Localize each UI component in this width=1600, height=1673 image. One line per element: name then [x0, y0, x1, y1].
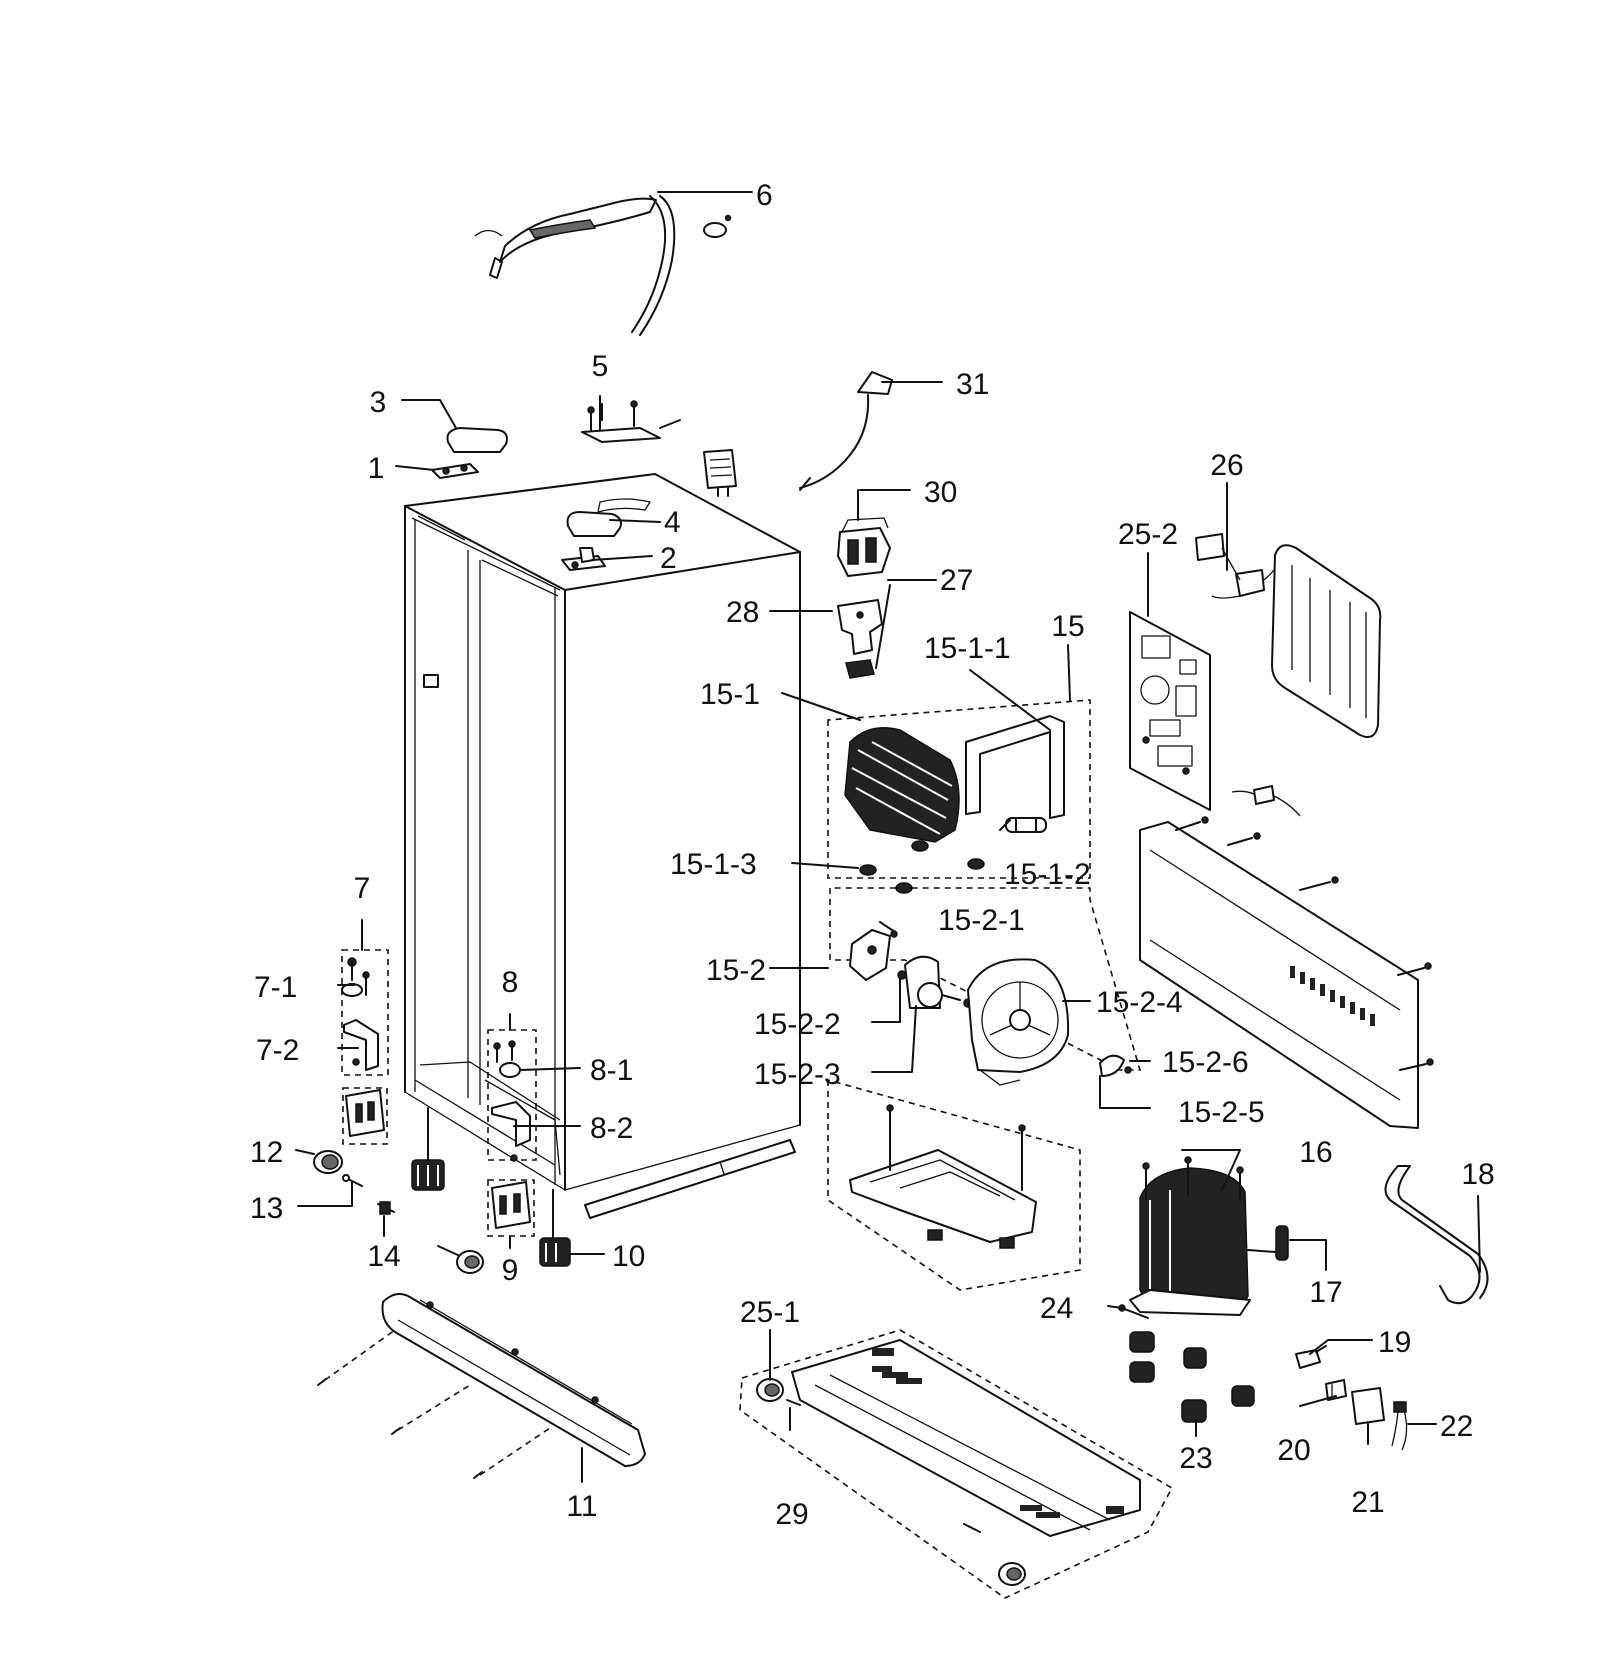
callout-29: 28 [726, 596, 759, 629]
part-1-top-hinge [431, 463, 479, 479]
callout-28: 27 [940, 564, 973, 597]
part-19-overload [1295, 1345, 1327, 1369]
callout-15-1-3: 15-1-3 [670, 848, 757, 881]
part-21-cover [1351, 1387, 1385, 1425]
callout-18: 18 [1461, 1158, 1494, 1191]
callout-14: 11 [566, 1490, 597, 1523]
part-filter-cap [703, 449, 737, 497]
part-30-water-valve [837, 517, 891, 577]
callout-15-2-3: 15-2-3 [754, 1058, 841, 1091]
callout-21: 21 [1351, 1486, 1384, 1519]
callout-20: 20 [1277, 1434, 1310, 1467]
part-20-relay [1325, 1379, 1347, 1401]
part-11-roller [313, 1150, 343, 1174]
callout-19: 19 [1378, 1326, 1411, 1359]
callout-labels: 6 5 3 1 31 30 4 2 26 25-2 27 28 15 15-1-… [250, 179, 1495, 1531]
part-3-hinge-cover [446, 427, 508, 453]
callout-15-1-1: 15-1-1 [924, 632, 1011, 665]
cabinet-base-bar [584, 1139, 796, 1219]
callout-27: 26 [1210, 449, 1243, 482]
part-leveling-leg-left [411, 1107, 445, 1191]
callout-15-2-1: 15-2-1 [938, 904, 1025, 937]
callout-10: 10 [612, 1240, 645, 1273]
callout-15-2-6: 15-2-6 [1162, 1046, 1249, 1079]
callout-6: 6 [756, 179, 773, 212]
part-control-box-cover [1139, 816, 1434, 1129]
callout-4: 4 [664, 506, 681, 539]
callout-7-1: 7-1 [254, 971, 297, 1004]
part-31-power-cord [799, 371, 893, 491]
part-14-front-grille [317, 1293, 646, 1479]
part-18-pipe [1384, 1165, 1489, 1305]
callout-15-2-4: 15-2-4 [1096, 986, 1183, 1019]
part-17-filter-drier [1275, 1225, 1289, 1261]
part-5-top-plate [581, 400, 681, 443]
part-back-panel [1271, 544, 1382, 738]
part-15-evaporator-group [827, 699, 1142, 1291]
callout-12: 13 [250, 1192, 283, 1225]
part-12-pin [342, 1174, 363, 1187]
callout-5: 5 [592, 350, 609, 383]
callout-25-2: 29 [775, 1498, 808, 1531]
callout-3: 3 [370, 386, 387, 419]
callout-15-2-2: 15-2-2 [754, 1008, 841, 1041]
callout-30: 30 [924, 476, 957, 509]
part-13-bolt [377, 1201, 395, 1215]
part-7-hinge-group [341, 949, 389, 1145]
callout-24: 24 [1040, 1292, 1073, 1325]
callout-15: 15 [1051, 610, 1084, 643]
callout-8-2: 8-2 [590, 1112, 633, 1145]
callout-17: 17 [1309, 1276, 1342, 1309]
part-22-harness [1391, 1401, 1408, 1451]
callout-1: 1 [368, 452, 385, 485]
callout-8: 8 [502, 966, 519, 999]
callout-15-2-5: 15-2-5 [1178, 1096, 1265, 1129]
callout-15-2: 15-2 [706, 954, 766, 987]
callout-2: 2 [660, 542, 677, 575]
callout-9: 9 [502, 1254, 519, 1287]
part-23-grommets [1129, 1331, 1255, 1423]
callout-26: 25-2 [1118, 518, 1178, 551]
callout-23: 23 [1179, 1442, 1212, 1475]
callout-15-1-2: 15-1-2 [1004, 858, 1091, 891]
callout-16: 16 [1299, 1136, 1332, 1169]
part-25-base-pan [739, 1329, 1174, 1599]
callout-8-1: 8-1 [590, 1054, 633, 1087]
callout-11: 12 [250, 1136, 283, 1169]
part-wire-connector [1231, 785, 1301, 817]
part-16-compressor [1129, 1156, 1276, 1316]
callout-13: 14 [367, 1240, 400, 1273]
part-6-water-tube [474, 195, 732, 336]
callout-15-1: 15-1 [700, 678, 760, 711]
part-29-valve-bracket [837, 599, 883, 655]
part-roller-front [437, 1245, 484, 1274]
part-26-main-pcb [1129, 611, 1211, 811]
callout-22: 22 [1440, 1410, 1473, 1443]
callout-25-1: 25-1 [740, 1296, 800, 1329]
callout-7-2: 7-2 [256, 1034, 299, 1067]
part-4-hinge-cover [566, 511, 622, 537]
part-28-connector [845, 659, 875, 679]
callout-7: 7 [354, 872, 371, 905]
leader-lines [295, 191, 1481, 1483]
part-27-relay [1195, 533, 1281, 599]
callout-31: 31 [956, 368, 989, 401]
part-10-leveling-leg [539, 1189, 571, 1267]
